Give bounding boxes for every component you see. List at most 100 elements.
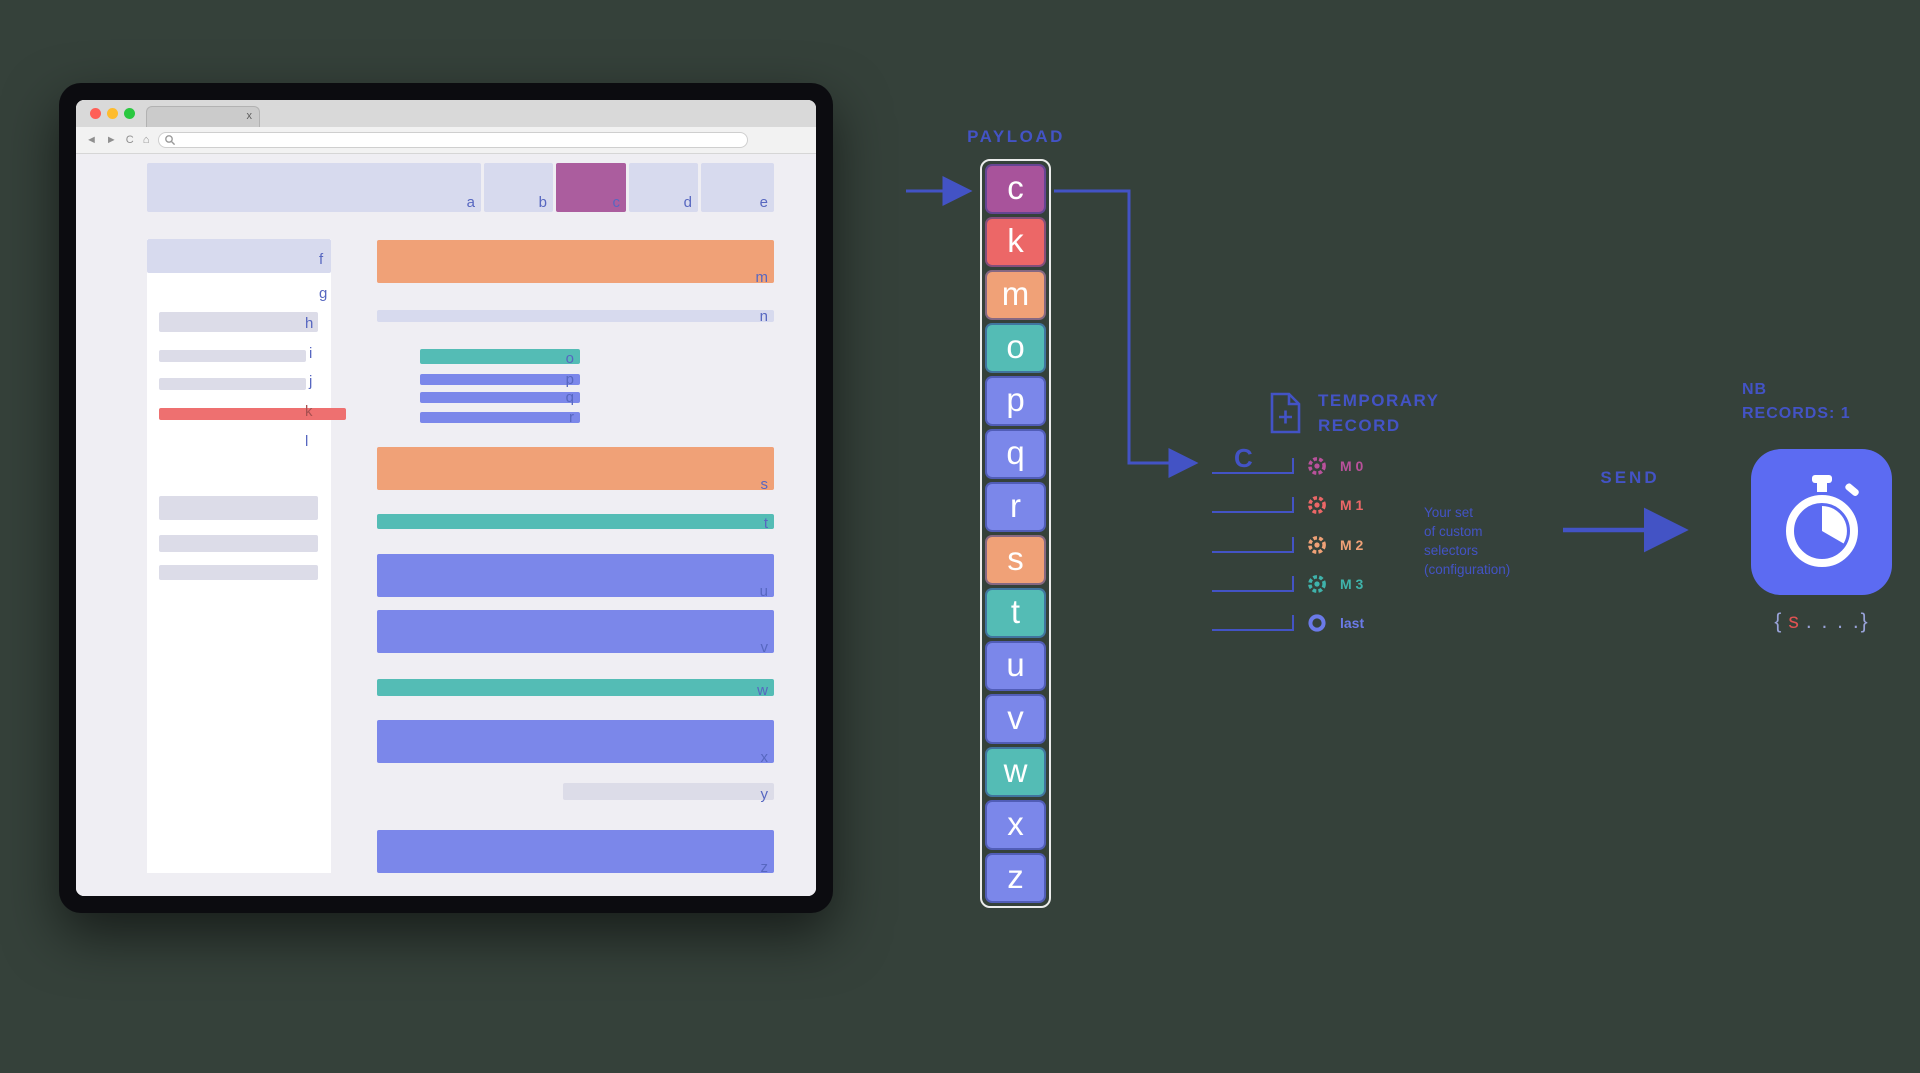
wireframe-label: q [565,389,574,406]
payload-tile-m: m [985,270,1046,320]
payload-tile-q: q [985,429,1046,479]
wireframe-segment-d: d [629,163,698,212]
home-button[interactable]: ⌂ [142,133,150,146]
selector-label: M 1 [1340,497,1364,513]
wireframe-bar-n: n [377,308,774,325]
payload-tile-u: u [985,641,1046,691]
bracket-shape [1212,497,1294,513]
payload-tile-w: w [985,747,1046,797]
payload-title: PAYLOAD [967,127,1065,146]
page-sidebar: f g h i j k l [147,239,346,873]
circle-icon [1308,614,1326,632]
wireframe-label: p [565,371,574,388]
wireframe-label: h [305,315,314,332]
reload-button[interactable]: C [125,133,134,146]
back-button[interactable]: ◄ [86,133,97,146]
wireframe-label: z [760,859,769,876]
wireframe-bar-x: x [377,720,774,766]
payload-tile-p: p [985,376,1046,426]
browser-window: x ◄ ► C ⌂ a b [59,83,833,913]
wireframe-bar [159,535,318,552]
payload-tile-r: r [985,482,1046,532]
timer-app-icon [1751,449,1892,595]
wireframe-label: v [760,639,769,656]
wireframe-label: e [759,194,768,211]
bracket-shape [1212,458,1294,474]
payload-column: c k m o p q r s t u v w x z [980,159,1051,908]
wireframe-label: l [305,433,309,450]
temporary-record-title-line2: RECORD [1318,416,1401,435]
payload-tile-c: c [985,164,1046,214]
selector-row-1: M 1 [1212,491,1363,519]
wireframe-label: u [759,583,768,600]
wireframe-segment-e: e [701,163,774,212]
selector-label: M 0 [1340,458,1364,474]
page-header-bar: a b c d e [147,163,774,212]
browser-tab-strip: x [76,100,816,128]
browser-tab[interactable]: x [146,106,260,128]
forward-button[interactable]: ► [105,133,117,146]
selectors-note-line: (configuration) [1424,562,1511,577]
wireframe-label: d [683,194,692,211]
arrow-payload-to-record [1054,189,1199,478]
payload-tile-v: v [985,694,1046,744]
minimize-window-button[interactable] [107,108,118,119]
nb-records-title-line1: NB [1742,381,1768,398]
temporary-record-title: TEMPORARY RECORD [1318,388,1440,438]
payload-tile-x: x [985,800,1046,850]
selector-row-4: last [1212,609,1364,637]
tab-close-icon[interactable]: x [246,110,253,122]
payload-tile-t: t [985,588,1046,638]
wireframe-bar-r: r [420,409,580,426]
wireframe-label: k [305,403,313,420]
payload-tile-o: o [985,323,1046,373]
stopwatch-icon [1785,475,1859,567]
wireframe-label: t [763,515,768,532]
bracket-shape [1212,537,1294,553]
wireframe-segment-a: a [147,163,481,212]
nb-records-title: NB RECORDS: 1 [1742,378,1851,426]
gear-icon [1308,496,1326,514]
send-label: SEND [1600,468,1660,487]
wireframe-label: y [760,786,769,803]
bracket-shape [1212,615,1294,631]
wireframe-label: g [319,285,328,302]
selector-row-2: M 2 [1212,531,1363,559]
wireframe-label: f [319,251,324,268]
selector-label: M 3 [1340,576,1364,592]
wireframe-label: r [569,409,574,426]
record-key: s [1788,610,1801,633]
wireframe-label: s [760,476,769,493]
wireframe-bar-h [159,312,318,332]
brace-open: { [1774,610,1784,633]
wireframe-bar-k-highlight [159,408,346,420]
wireframe-label: m [755,269,769,286]
address-bar[interactable] [158,132,748,148]
wireframe-bar-q: q [420,389,580,406]
gear-icon [1308,457,1326,475]
wireframe-bar-u: u [377,554,774,600]
wireframe-bar-z: z [377,830,774,876]
selector-label: M 2 [1340,537,1364,553]
wireframe-label: j [309,373,313,390]
wireframe-label: c [612,194,621,211]
browser-nav-bar: ◄ ► C ⌂ [76,127,816,154]
brace-close: } [1860,610,1870,633]
wireframe-bar-y: y [563,783,774,803]
selectors-note: Your set of custom selectors (configurat… [1424,503,1510,579]
zoom-window-button[interactable] [124,108,135,119]
wireframe-bar [159,496,318,520]
wireframe-label: n [759,308,768,325]
wireframe-bar-f [147,239,331,273]
wireframe-bar [159,565,318,580]
record-dots: . . . . [1805,610,1861,633]
wireframe-label: o [565,350,574,367]
page-content: a b c d e f g h i j [76,154,816,896]
wireframe-bar-p: p [420,371,580,388]
payload-tile-k: k [985,217,1046,267]
nb-records-title-line2: RECORDS: 1 [1742,405,1851,422]
temporary-record-title-line1: TEMPORARY [1318,391,1440,410]
gear-icon [1308,536,1326,554]
close-window-button[interactable] [90,108,101,119]
bracket-shape [1212,576,1294,592]
